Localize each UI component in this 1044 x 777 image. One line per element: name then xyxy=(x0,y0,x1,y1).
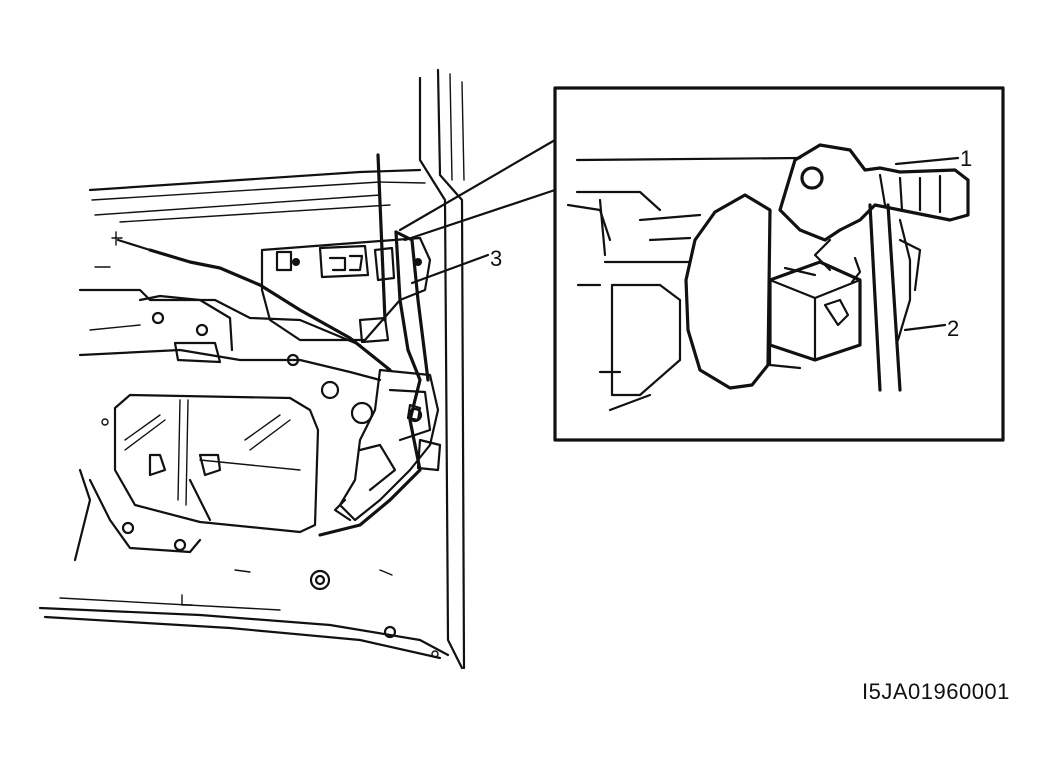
callout-1-label: 1 xyxy=(960,146,972,171)
figure-code: I5JA01960001 xyxy=(862,679,1010,704)
detail-inset xyxy=(553,86,1005,442)
zoom-leader-lines xyxy=(398,138,557,242)
door-panel xyxy=(38,68,466,670)
callout-1-leader xyxy=(894,156,960,166)
callout-2-leader xyxy=(903,323,947,332)
callouts: 1 2 3 xyxy=(410,146,972,341)
callout-2-label: 2 xyxy=(947,316,959,341)
callout-3-label: 3 xyxy=(490,246,502,271)
callout-3-leader xyxy=(410,253,490,285)
